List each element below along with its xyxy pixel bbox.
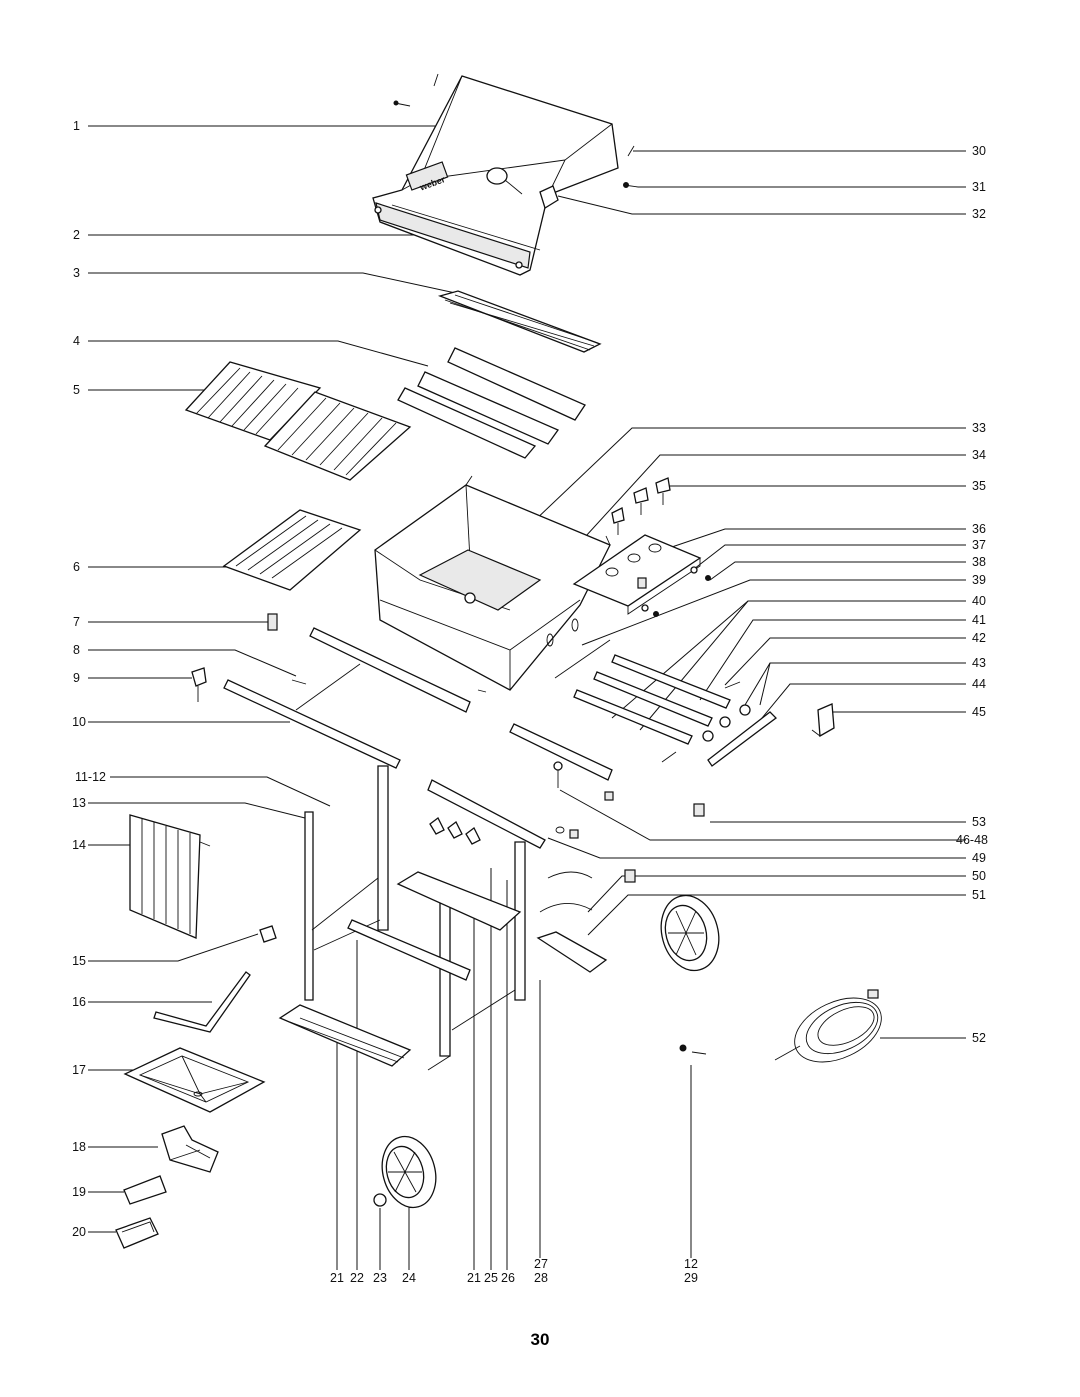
callout-39: 39 (972, 573, 986, 587)
callout-29: 29 (684, 1271, 698, 1285)
callout-25: 25 (484, 1271, 498, 1285)
callout-14: 14 (72, 838, 86, 852)
callout-26: 26 (501, 1271, 515, 1285)
callout-24: 24 (402, 1271, 416, 1285)
callout-27: 27 (534, 1257, 548, 1271)
lid-part-1: weber (372, 75, 619, 276)
small-parts-15-20 (115, 925, 277, 1249)
frame-top-parts-7-10 (191, 613, 487, 769)
cookbox-parts-33-34 (374, 475, 611, 691)
flavorizer-bars-part-4 (397, 347, 586, 459)
callout-22: 22 (350, 1271, 364, 1285)
wheels-and-hose-parts-24-52 (373, 894, 882, 1209)
callout-16: 16 (72, 995, 86, 1009)
callout-17: 17 (72, 1063, 86, 1077)
callout-41: 41 (972, 613, 986, 627)
callout-9: 9 (73, 671, 80, 685)
callout-40: 40 (972, 594, 986, 608)
callout-36: 36 (972, 522, 986, 536)
lid-hardware (393, 73, 639, 188)
callout-labels-right: 30 31 32 33 34 35 36 37 38 39 40 41 42 4… (956, 144, 988, 1045)
leader-lines-right (469, 150, 966, 1039)
callout-42: 42 (972, 631, 986, 645)
page-number: 30 (530, 1330, 550, 1349)
callout-23: 23 (373, 1271, 387, 1285)
callout-labels-bottom: 21 22 23 24 21 25 26 27 28 12 29 (330, 1257, 698, 1285)
callout-52: 52 (972, 1031, 986, 1045)
cart-frame-right (347, 723, 705, 1071)
callout-28: 28 (534, 1271, 548, 1285)
callout-2: 2 (73, 228, 80, 242)
callout-30: 30 (972, 144, 986, 158)
warming-rack-part-3 (437, 290, 602, 353)
callout-5: 5 (73, 383, 80, 397)
callout-46-48: 46-48 (956, 833, 988, 847)
cart-frame-left (278, 765, 412, 1067)
callout-53: 53 (972, 815, 986, 829)
callout-labels-left: 1 2 3 4 5 6 7 8 9 10 11-12 13 14 15 16 1… (72, 119, 106, 1239)
callout-10: 10 (72, 715, 86, 729)
control-panel-parts-36-39 (572, 534, 711, 617)
callout-6: 6 (73, 560, 80, 574)
cooking-grates-part-5 (184, 361, 412, 481)
callout-51: 51 (972, 888, 986, 902)
leader-lines-bottom (336, 868, 692, 1270)
callout-37: 37 (972, 538, 986, 552)
callout-11-12: 11-12 (75, 770, 106, 784)
burners-parts-40-44 (554, 639, 777, 767)
callout-8: 8 (73, 643, 80, 657)
bracket-part-45 (811, 703, 835, 738)
callout-21-right: 21 (467, 1271, 481, 1285)
callout-43: 43 (972, 656, 986, 670)
callout-32: 32 (972, 207, 986, 221)
callout-19: 19 (72, 1185, 86, 1199)
side-panel-part-14 (129, 814, 211, 939)
control-knobs-part-35 (611, 477, 671, 535)
callout-13: 13 (72, 796, 86, 810)
callout-18: 18 (72, 1140, 86, 1154)
callout-15: 15 (72, 954, 86, 968)
callout-7: 7 (73, 615, 80, 629)
callout-33: 33 (972, 421, 986, 435)
callout-49: 49 (972, 851, 986, 865)
leader-lines-left (88, 125, 461, 1233)
callout-3: 3 (73, 266, 80, 280)
callout-44: 44 (972, 677, 986, 691)
callout-31: 31 (972, 180, 986, 194)
callout-34: 34 (972, 448, 986, 462)
callout-35: 35 (972, 479, 986, 493)
bottom-tray-part-6 (222, 509, 362, 591)
callout-12-bottom: 12 (684, 1257, 698, 1271)
callout-20: 20 (72, 1225, 86, 1239)
callout-50: 50 (972, 869, 986, 883)
callout-4: 4 (73, 334, 80, 348)
callout-38: 38 (972, 555, 986, 569)
callout-1: 1 (73, 119, 80, 133)
callout-21-left: 21 (330, 1271, 344, 1285)
callout-45: 45 (972, 705, 986, 719)
